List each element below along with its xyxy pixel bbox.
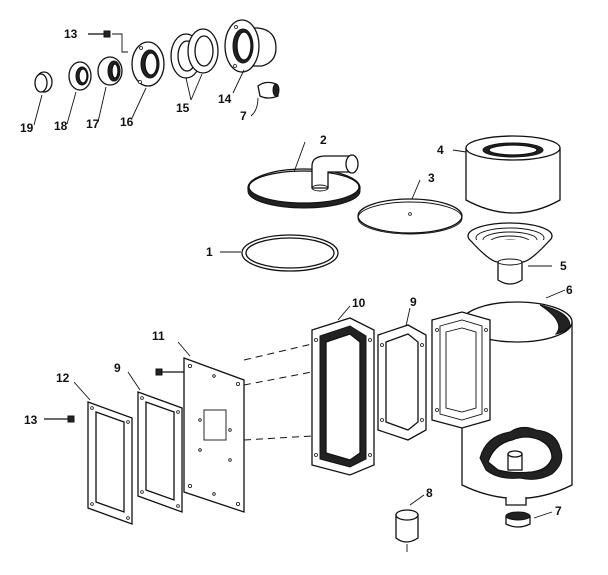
part-5-basket (467, 222, 553, 285)
part-8-cap (395, 509, 419, 552)
part-2-cover-elbow (247, 154, 361, 209)
part-12-frame-plate (87, 401, 133, 525)
label-12: 12 (56, 371, 70, 385)
part-3-disc (357, 198, 463, 235)
label-9-upper: 9 (410, 295, 417, 309)
part-11-plate (183, 357, 245, 513)
part-9-gasket-upper (377, 324, 427, 441)
label-8: 8 (426, 486, 433, 500)
part-14-fitting (224, 19, 277, 73)
part-1-gasket-ring (241, 234, 339, 272)
part-16-flange (131, 41, 165, 87)
part-7-cap-bottom (505, 511, 531, 528)
part-9-gasket-lower (137, 391, 183, 513)
label-10: 10 (352, 296, 366, 310)
label-16: 16 (120, 115, 134, 129)
label-18: 18 (54, 119, 68, 133)
label-13-top: 13 (64, 27, 78, 41)
label-13-lower: 13 (24, 413, 38, 427)
label-11: 11 (152, 329, 165, 343)
label-15: 15 (176, 101, 190, 115)
part-4-cartridge (465, 135, 561, 214)
label-3: 3 (428, 171, 435, 185)
part-13-screw-lower (44, 415, 75, 423)
label-14: 14 (218, 92, 232, 106)
label-9-lower: 9 (114, 361, 121, 375)
part-6-housing (431, 301, 573, 506)
label-7-top: 7 (240, 109, 247, 123)
part-10-frame (311, 317, 375, 476)
part-13-screw-plate (155, 368, 184, 376)
label-17: 17 (86, 117, 100, 131)
label-5: 5 (560, 259, 567, 273)
label-1: 1 (206, 245, 213, 259)
label-4: 4 (437, 143, 444, 157)
part-7-cap-top (257, 81, 280, 99)
part-17-barrel (97, 56, 123, 86)
part-19-cap (34, 71, 53, 93)
part-15-gaskets (170, 28, 219, 79)
part-18-ring (68, 61, 92, 91)
label-7-bottom: 7 (555, 504, 562, 518)
label-6: 6 (566, 283, 573, 297)
label-2: 2 (320, 133, 327, 147)
part-13-screw-top (88, 30, 111, 38)
label-19: 19 (20, 121, 34, 135)
